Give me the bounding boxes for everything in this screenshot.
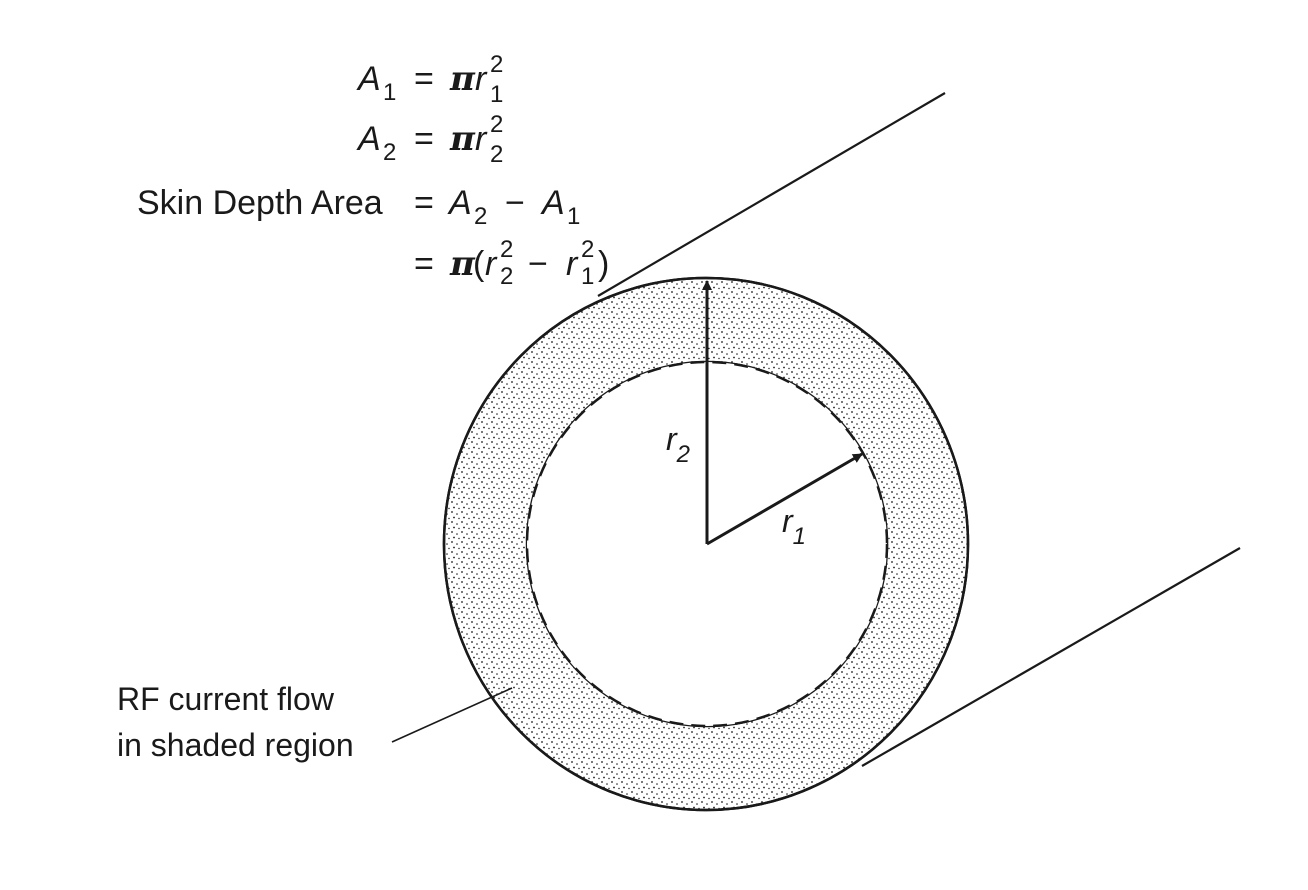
svg-text:1: 1 <box>383 79 396 106</box>
svg-text:π: π <box>449 119 476 159</box>
svg-text:=: = <box>414 245 434 283</box>
svg-text:r: r <box>566 245 579 283</box>
r1-radius-arrow <box>706 452 863 546</box>
svg-text:2: 2 <box>474 203 487 230</box>
svg-text:−: − <box>528 245 548 283</box>
svg-text:): ) <box>598 245 609 283</box>
r2-label: r2 <box>666 421 690 468</box>
cylinder-top-edge <box>597 92 946 297</box>
callout-leader-line <box>391 687 513 743</box>
cylinder-bottom-edge <box>861 547 1241 767</box>
svg-text:A: A <box>447 184 472 222</box>
svg-text:1: 1 <box>581 263 594 290</box>
svg-text:A: A <box>356 60 381 98</box>
svg-text:2: 2 <box>500 236 513 263</box>
svg-text:A: A <box>540 184 565 222</box>
callout-text-line-2: in shaded region <box>117 727 354 763</box>
r1-label: r1 <box>782 503 806 550</box>
callout-text-line-1: RF current flow <box>117 681 335 717</box>
svg-text:r: r <box>475 120 488 158</box>
equation-a2: A 2 = π r 2 2 <box>356 111 503 168</box>
equation-skin-depth-area: Skin Depth Area = A 2 − A 1 <box>137 184 580 230</box>
svg-text:=: = <box>414 60 434 98</box>
svg-text:2: 2 <box>383 139 396 166</box>
svg-text:r: r <box>485 245 498 283</box>
svg-text:2: 2 <box>490 51 503 78</box>
svg-text:2: 2 <box>581 236 594 263</box>
svg-text:2: 2 <box>490 141 503 168</box>
svg-text:2: 2 <box>500 263 513 290</box>
svg-text:−: − <box>505 184 525 222</box>
svg-text:π: π <box>449 244 476 284</box>
svg-text:r: r <box>475 60 488 98</box>
outer-circle <box>442 276 970 812</box>
equation-a1: A 1 = π r 2 1 <box>356 51 503 108</box>
svg-text:2: 2 <box>490 111 503 138</box>
svg-text:π: π <box>449 59 476 99</box>
svg-text:(: ( <box>473 245 485 283</box>
equation-skin-depth-expanded: = π ( r 2 2 − r 2 1 ) <box>414 236 609 290</box>
svg-text:A: A <box>356 120 381 158</box>
svg-text:Skin Depth Area: Skin Depth Area <box>137 184 383 222</box>
svg-text:1: 1 <box>567 203 580 230</box>
svg-text:=: = <box>414 184 434 222</box>
svg-text:=: = <box>414 120 434 158</box>
svg-text:1: 1 <box>490 81 503 108</box>
